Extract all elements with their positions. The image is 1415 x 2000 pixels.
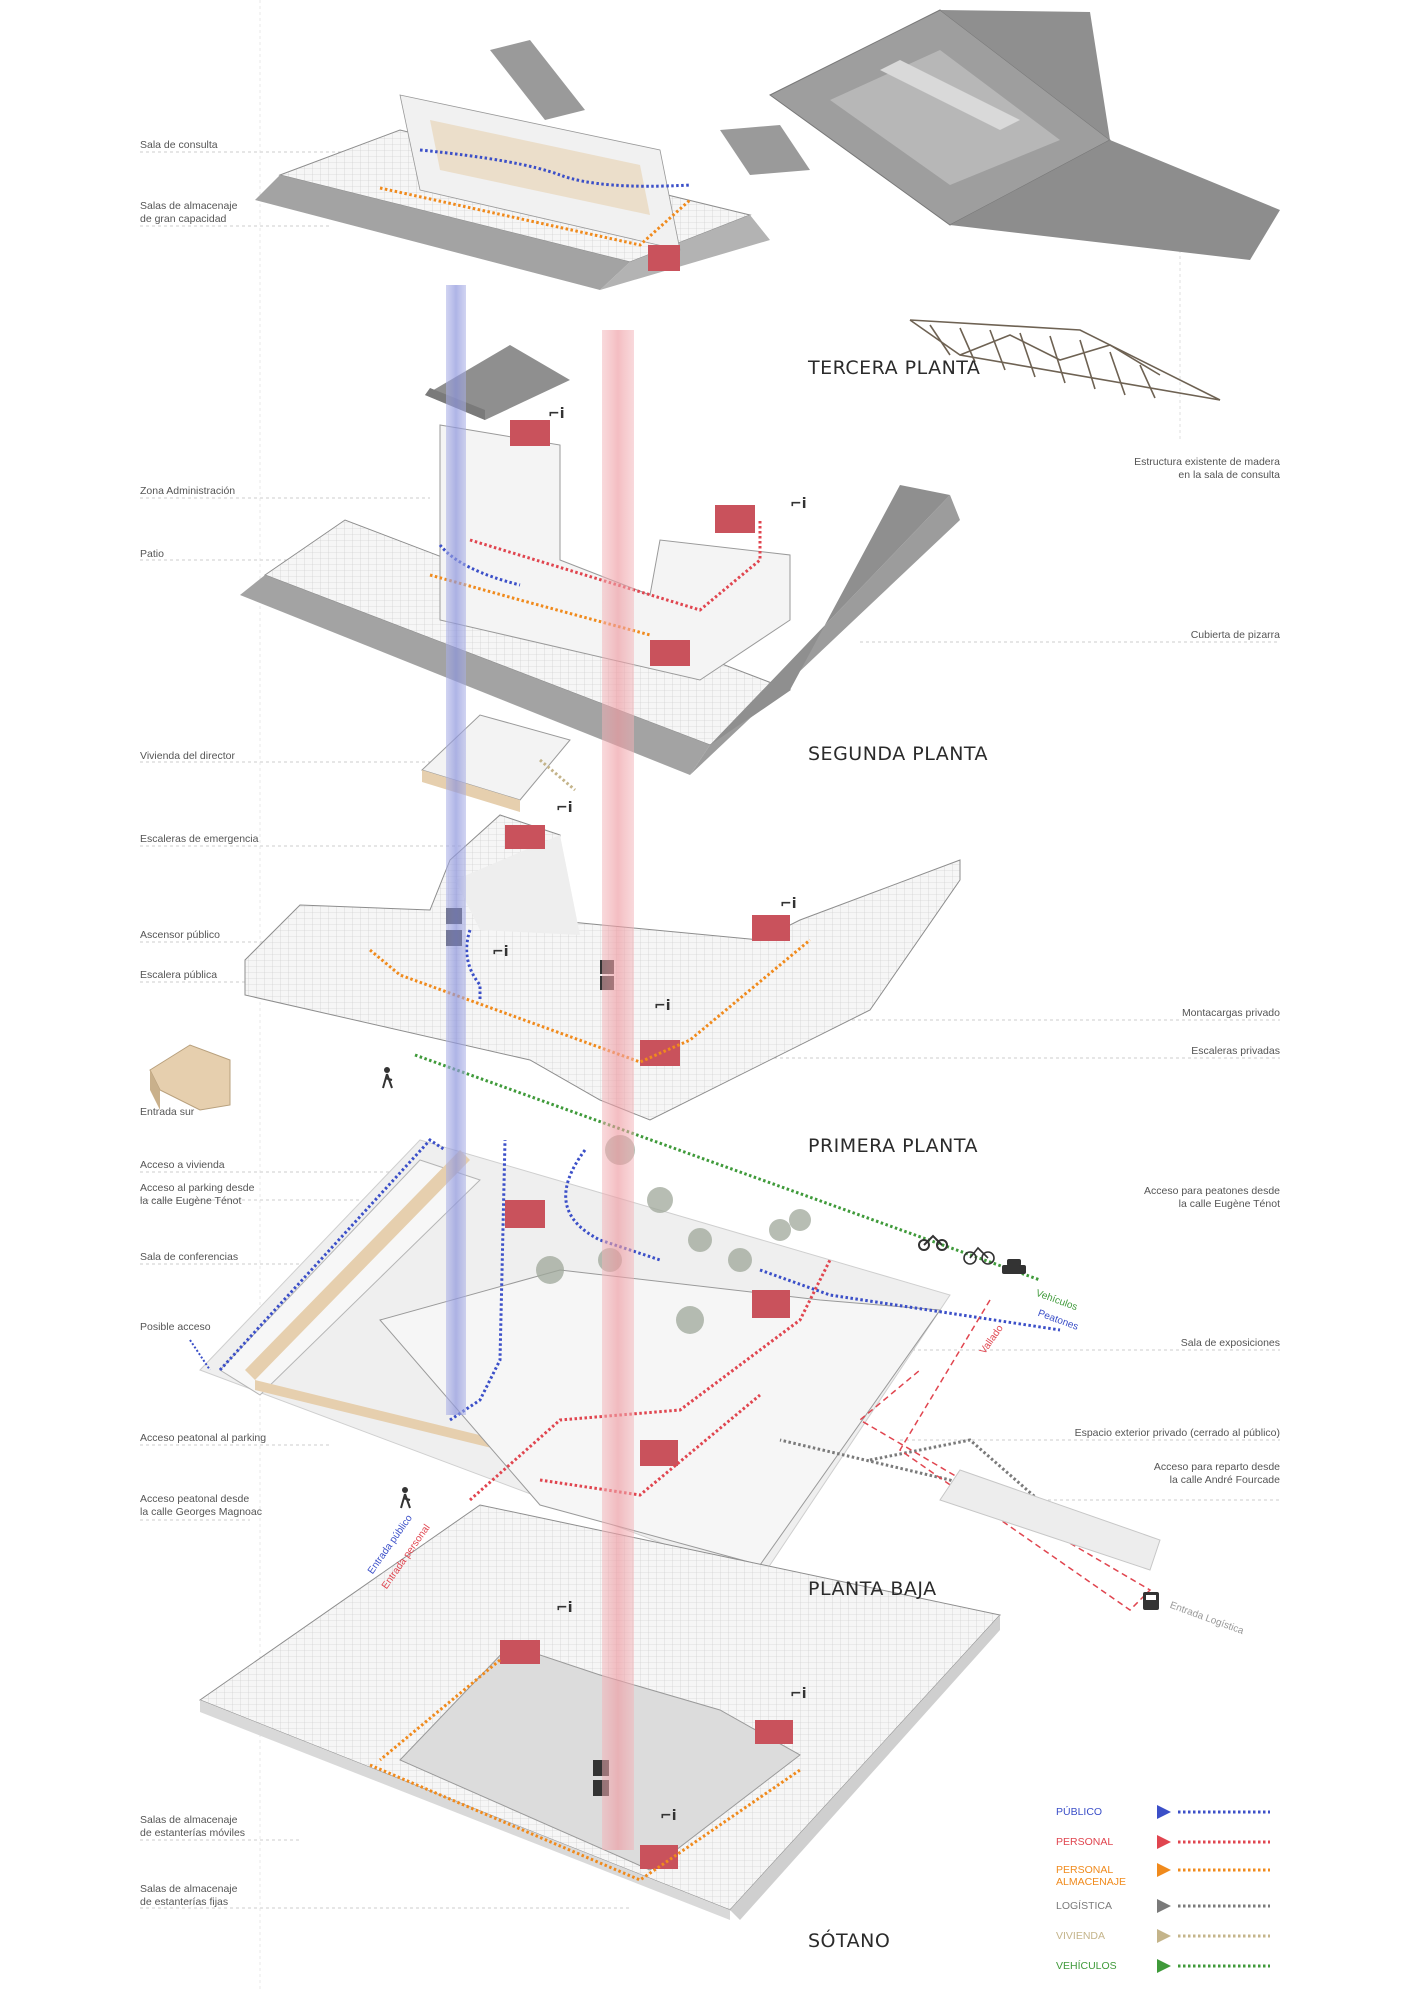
label-estanterias-fijas: Salas de almacenaje de estanterías fijas xyxy=(140,1883,238,1908)
label-sala-consulta: Sala de consulta xyxy=(140,139,218,151)
car-icon xyxy=(1002,1259,1026,1274)
label-patio: Patio xyxy=(140,548,164,560)
label-zona-administracion: Zona Administración xyxy=(140,485,236,497)
svg-text:⌐i: ⌐i xyxy=(548,406,565,422)
legend-arrow-icon xyxy=(1157,1863,1171,1877)
floor-title-baja: PLANTA BAJA xyxy=(808,1578,937,1600)
label-ascensor-publico: Ascensor público xyxy=(140,929,220,941)
label-vivienda-director: Vivienda del director xyxy=(140,750,235,762)
legend-arrow-icon xyxy=(1157,1835,1171,1849)
svg-text:⌐i: ⌐i xyxy=(790,496,807,512)
label-acceso-parking: Acceso al parking desde la calle Eugène … xyxy=(140,1182,255,1207)
label-salas-gran-capacidad: Salas de almacenaje de gran capacidad xyxy=(140,200,238,225)
label-escaleras-privadas: Escaleras privadas xyxy=(1191,1045,1280,1057)
bicycle-icon xyxy=(963,1246,995,1265)
legend-label-2: PERSONAL ALMACENAJE xyxy=(1056,1864,1127,1888)
label-sala-exposiciones: Sala de exposiciones xyxy=(1180,1337,1280,1349)
label-acceso-peatonal-parking: Acceso peatonal al parking xyxy=(140,1432,267,1444)
planta-baja-model xyxy=(189,1053,1161,1611)
svg-text:⌐i: ⌐i xyxy=(492,944,509,960)
vivienda-director-model xyxy=(421,714,576,812)
label-acceso-peatones: Acceso para peatones desde la calle Eugè… xyxy=(1143,1185,1280,1210)
label-acceso-reparto: Acceso para reparto desde la calle André… xyxy=(1153,1461,1280,1486)
bus-icon xyxy=(1143,1592,1159,1610)
floor-title-tercera: TERCERA PLANTA xyxy=(808,357,981,379)
label-escaleras-emergencia: Escaleras de emergencia xyxy=(140,833,259,845)
label-cubierta-pizarra: Cubierta de pizarra xyxy=(1190,629,1280,641)
label-entrada-sur: Entrada sur xyxy=(140,1106,195,1118)
floor-title-segunda: SEGUNDA PLANTA xyxy=(808,743,989,765)
legend-arrow-icon xyxy=(1157,1899,1171,1913)
label-escalera-publica: Escalera pública xyxy=(140,969,218,981)
label-montacargas: Montacargas privado xyxy=(1181,1007,1280,1019)
stairs-info-icon: ⌐i ⌐i ⌐i ⌐i ⌐i ⌐i ⌐i ⌐i ⌐i xyxy=(492,406,807,1824)
label-acceso-peatonal-magnoac: Acceso peatonal desde la calle Georges M… xyxy=(140,1493,262,1518)
tercera-planta-model xyxy=(255,9,1280,401)
legend-label-3: LOGÍSTICA xyxy=(1056,1900,1113,1912)
label-sala-conferencias: Sala de conferencias xyxy=(140,1251,239,1263)
entrada-sur-model xyxy=(149,1044,231,1111)
legend-label-1: PERSONAL xyxy=(1056,1836,1114,1848)
sotano-model xyxy=(198,1504,1001,1920)
label-espacio-exterior: Espacio exterior privado (cerrado al púb… xyxy=(1074,1427,1280,1439)
legend-swatches xyxy=(1157,1805,1270,1973)
public-lift-shaft xyxy=(446,285,466,1415)
svg-text:⌐i: ⌐i xyxy=(660,1808,677,1824)
svg-text:⌐i: ⌐i xyxy=(556,800,573,816)
svg-text:⌐i: ⌐i xyxy=(790,1686,807,1702)
legend-arrow-icon xyxy=(1157,1929,1171,1943)
svg-text:⌐i: ⌐i xyxy=(654,998,671,1014)
motorbike-icon xyxy=(918,1234,948,1251)
legend-arrow-icon xyxy=(1157,1805,1171,1819)
segunda-planta-model xyxy=(240,345,960,775)
svg-text:⌐i: ⌐i xyxy=(780,896,797,912)
label-estructura-madera: Estructura existente de madera en la sal… xyxy=(1134,456,1280,481)
svg-text:⌐i: ⌐i xyxy=(556,1600,573,1616)
floor-title-sotano: SÓTANO xyxy=(808,1930,891,1952)
label-posible-acceso: Posible acceso xyxy=(140,1321,211,1333)
legend-label-0: PÚBLICO xyxy=(1056,1806,1103,1818)
floor-title-primera: PRIMERA PLANTA xyxy=(808,1135,978,1157)
legend-arrow-icon xyxy=(1157,1959,1171,1973)
staff-lift-shaft xyxy=(602,330,634,1850)
pedestrian-icon xyxy=(382,1067,411,1509)
legend-label-4: VIVIENDA xyxy=(1056,1930,1106,1942)
legend-label-5: VEHÍCULOS xyxy=(1056,1960,1117,1972)
label-estanterias-moviles: Salas de almacenaje de estanterías móvil… xyxy=(140,1814,246,1839)
label-acceso-vivienda: Acceso a vivienda xyxy=(140,1159,225,1171)
